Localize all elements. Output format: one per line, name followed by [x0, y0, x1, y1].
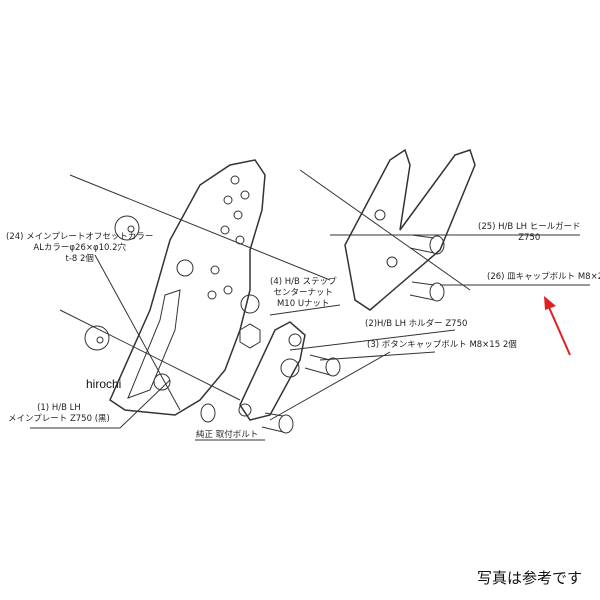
stock-bolt: [200, 403, 216, 423]
holder: [239, 321, 306, 421]
label-part-1: (1) H/B LH メインプレート Z750 (黒): [8, 403, 110, 425]
label-line: t-8 2個: [65, 254, 94, 264]
leader-line: [69, 174, 331, 281]
label-line: メインプレート Z750 (黒): [8, 414, 110, 424]
label-stock-bolt: 純正 取付ボルト: [196, 430, 259, 440]
red-arrow: [544, 296, 571, 356]
reference-photo-caption: 写真は参考です: [476, 569, 582, 587]
leader-line: [59, 309, 241, 401]
label-line: (24) メインプレートオフセットカラー: [6, 232, 154, 242]
offset-collar: [84, 325, 110, 351]
label-line: Z750: [518, 233, 541, 243]
label-line: センターナット: [273, 288, 334, 298]
leader-line: [119, 379, 171, 429]
label-line: M10 Uナット: [276, 299, 330, 309]
center-nut-washer: [240, 294, 260, 314]
center-nut: [239, 323, 261, 349]
flat-head-bolt: [429, 282, 445, 302]
main-plate: [109, 159, 266, 416]
leader-line: [269, 351, 391, 421]
flat-head-bolt: [429, 235, 445, 255]
label-line: ALカラーφ26×φ10.2穴: [33, 243, 127, 253]
leader-line: [319, 351, 436, 361]
label-part-3: (3) ボタンキャップボルト M8×15 2個: [367, 340, 517, 350]
offset-collar: [114, 215, 140, 241]
label-part-24: (24) メインプレートオフセットカラー ALカラーφ26×φ10.2穴 t-8…: [6, 232, 153, 265]
label-part-25: (25) H/B LH ヒールガード Z750: [478, 222, 581, 244]
heel-guard: [344, 148, 476, 311]
leader-line: [299, 169, 471, 291]
main-plate-holes: [153, 175, 250, 391]
leader-line: [269, 304, 341, 316]
label-part-26: (26) 皿キャップボルト M8×20 2個: [487, 272, 600, 282]
button-bolt: [278, 414, 294, 434]
watermark: hirochi: [86, 377, 122, 391]
label-line: (4) H/B ステップ: [270, 277, 337, 287]
leader-line: [289, 329, 456, 351]
label-part-2: (2)H/B LH ホルダー Z750: [365, 319, 468, 329]
main-plate-slot: [127, 289, 181, 399]
label-line: (25) H/B LH ヒールガード: [478, 222, 581, 232]
button-bolt: [325, 357, 341, 377]
label-line: (1) H/B LH: [37, 403, 81, 413]
label-part-4: (4) H/B ステップ センターナット M10 Uナット: [270, 277, 337, 310]
